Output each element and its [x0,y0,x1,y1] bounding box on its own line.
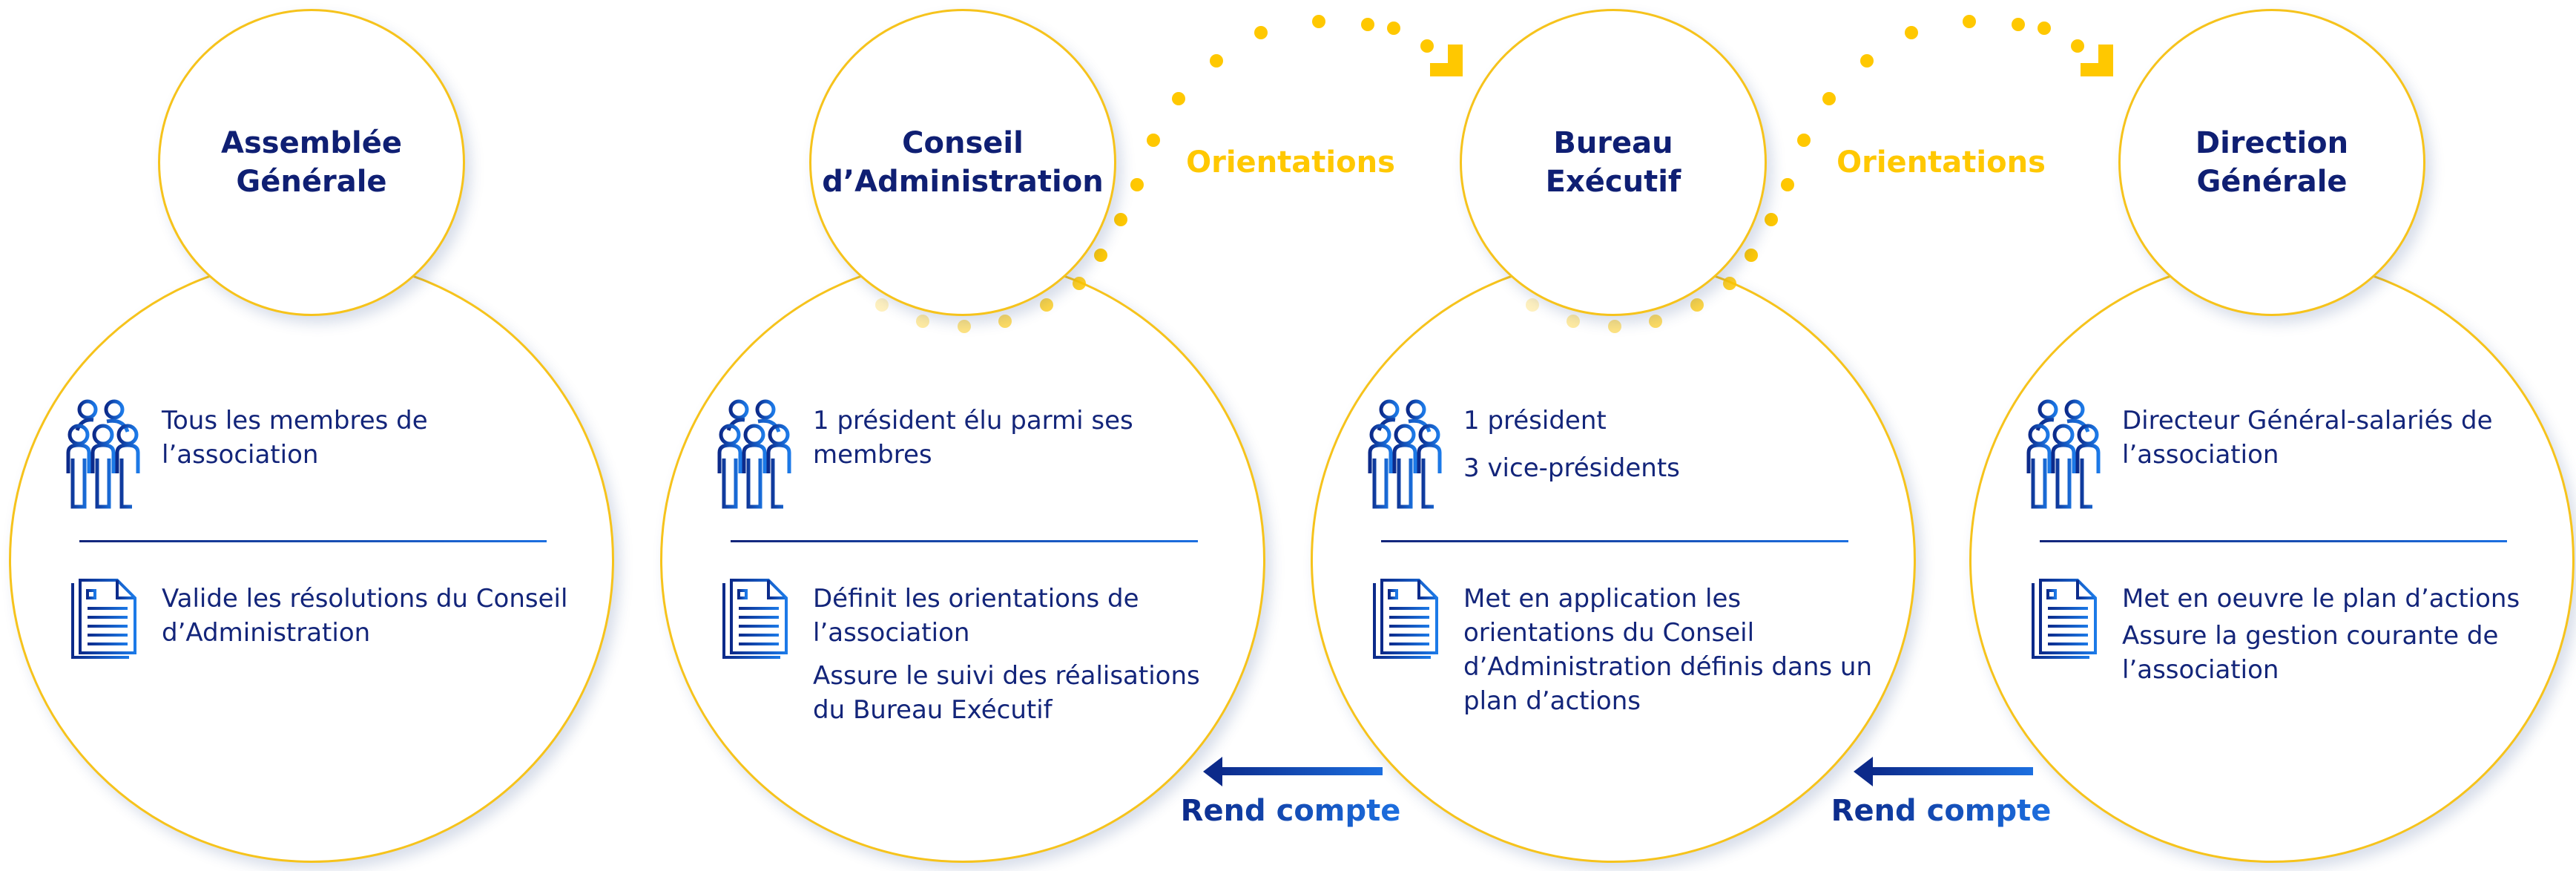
roles-text: Valide les résolutions du Conseil d’Admi… [162,582,577,659]
members-line: Tous les membres de l’association [162,406,428,470]
orientation-dot [1649,315,1662,328]
orientation-dot [1312,15,1325,28]
orientation-dot [2012,18,2025,31]
divider [731,540,1198,542]
orientation-dot [875,298,889,312]
column-1: Tous les membres de l’association Valide… [0,0,653,871]
members-text: Directeur Général-salariés de l’associat… [2122,404,2537,481]
orientation-dot [1608,320,1621,333]
orientation-dot [916,315,929,328]
people-group-icon [1368,399,1442,509]
column-2: 1 président élu parmi ses membres Défini… [651,0,1304,871]
document-icon [1373,579,1438,659]
orientation-dot [1210,54,1223,68]
members-text: 1 président 3 vice-présidents [1463,404,1879,499]
rend-compte-arrow-shaft [1868,767,2033,775]
members-text: 1 président élu parmi ses membres [813,404,1228,481]
column-3: 1 président 3 vice-présidents Met en appl… [1302,0,1954,871]
people-group-icon [2026,399,2101,509]
document-icon [2032,579,2097,659]
column-body-circle [9,257,614,863]
orientation-dot [1822,92,1836,105]
orientation-dot [1765,213,1778,226]
orientation-dot [1094,249,1107,262]
orientation-dot [1723,277,1736,290]
orientation-dot [958,320,971,333]
orientation-dot [1420,39,1434,53]
roles-line: Met en oeuvre le plan d’actions [2122,584,2520,614]
people-group-icon [717,399,791,509]
roles-line: Définit les orientations de l’associatio… [813,584,1139,648]
members-line: Directeur Général-salariés de l’associat… [2122,406,2493,470]
column-4: Directeur Général-salariés de l’associat… [1960,0,2576,871]
rend-compte-label: Rend compte [1180,794,1401,828]
roles-text: Met en application les orientations du C… [1463,582,1879,727]
arrow-left-icon [1854,757,1873,786]
orientation-dot [1963,15,1976,28]
rend-compte-label: Rend compte [1831,794,2052,828]
orientation-dot [2071,39,2084,53]
roles-line: Assure la gestion courante de l’associat… [2122,621,2499,685]
members-line: 3 vice-présidents [1463,453,1680,483]
orientation-dot [1860,54,1874,68]
document-icon [722,579,788,659]
divider [1381,540,1848,542]
roles-line: Assure le suivi des réalisations du Bure… [813,661,1200,725]
divider [2040,540,2507,542]
rend-compte-arrow-shaft [1218,767,1383,775]
orientations-label: Orientations [1837,145,2046,180]
orientation-dot [1073,277,1086,290]
orientation-dot [1114,213,1127,226]
roles-text: Définit les orientations de l’associatio… [813,582,1228,736]
people-group-icon [66,399,140,509]
orientation-dot [1130,178,1144,191]
orientation-arrowhead-icon [2081,45,2113,76]
orientation-dot [1254,26,1268,39]
document-icon [71,579,136,659]
orientation-dot [1361,18,1374,31]
orientation-dot [1172,92,1185,105]
orientation-dot [1526,298,1539,312]
orientation-dot [1040,298,1053,312]
orientation-dot [998,315,1012,328]
orientation-dot [1781,178,1794,191]
orientation-dot [1690,298,1704,312]
roles-line: Met en application les orientations du C… [1463,584,1873,716]
column-body-circle [1969,257,2575,863]
orientation-dot [2038,22,2051,35]
orientation-dot [1905,26,1918,39]
members-line: 1 président [1463,406,1607,436]
column-body-circle [660,257,1265,863]
orientation-dot [1387,22,1400,35]
orientation-dot [1797,134,1811,147]
orientations-label: Orientations [1186,145,1395,180]
divider [79,540,547,542]
roles-line: Valide les résolutions du Conseil d’Admi… [162,584,568,648]
orientation-dot [1567,315,1580,328]
orientation-dot [1147,134,1160,147]
column-body-circle [1311,257,1916,863]
orientation-arrowhead-icon [1430,45,1463,76]
arrow-left-icon [1203,757,1222,786]
members-text: Tous les membres de l’association [162,404,577,481]
members-line: 1 président élu parmi ses membres [813,406,1133,470]
orientation-dot [1745,249,1758,262]
